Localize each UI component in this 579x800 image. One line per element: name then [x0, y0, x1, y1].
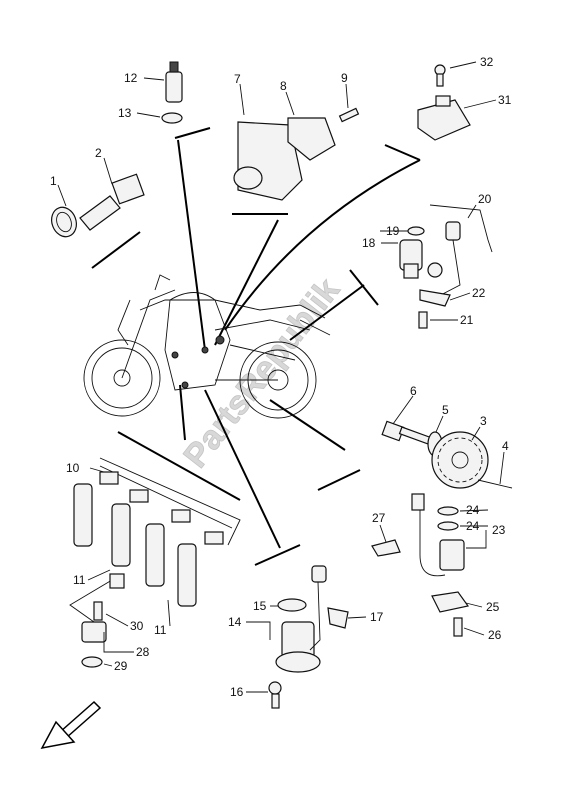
- callout-16: 16: [230, 685, 244, 699]
- part-23-sensor-assembly: [411, 493, 465, 577]
- part-4-pin: [477, 479, 513, 489]
- part-2-temperature-sensor: [79, 173, 145, 231]
- front-direction-arrow-icon: [40, 700, 102, 750]
- callout-22: 22: [472, 286, 486, 300]
- part-32-screw: [434, 64, 446, 87]
- callout-15: 15: [253, 599, 267, 613]
- callout-11b: 11: [154, 623, 167, 637]
- part-25-plate: [431, 591, 470, 613]
- part-9-screw: [338, 107, 360, 123]
- part-3-gear: [431, 431, 489, 489]
- callout-6: 6: [410, 384, 417, 398]
- part-15-o-ring: [277, 598, 307, 612]
- part-29-o-ring: [81, 656, 103, 668]
- callout-3: 3: [480, 414, 487, 428]
- callout-27: 27: [372, 511, 386, 525]
- callout-32: 32: [480, 55, 494, 69]
- part-10-wire-harness: [99, 457, 241, 546]
- callout-8: 8: [280, 79, 287, 93]
- callout-21: 21: [460, 313, 474, 327]
- callout-11a: 11: [73, 573, 86, 587]
- part-14-sensor-assembly: [275, 565, 327, 673]
- callout-5: 5: [442, 403, 449, 417]
- part-24-o-ring: [437, 506, 459, 531]
- callout-numbers: 1 2 3 4 5 6 7 8 9 10 11 11 12 13 14 15 1…: [50, 55, 512, 699]
- callout-2: 2: [95, 146, 102, 160]
- part-30-bolt: [93, 601, 103, 621]
- callout-20: 20: [478, 192, 492, 206]
- group-leader-lines: [91, 127, 421, 566]
- callout-1: 1: [50, 174, 57, 188]
- part-1-gasket: [51, 206, 77, 238]
- part-7-bracket: [233, 121, 303, 201]
- part-12-sensor: [165, 61, 183, 103]
- callout-31: 31: [498, 93, 512, 107]
- callout-13: 13: [118, 106, 132, 120]
- part-13-washer: [161, 112, 183, 124]
- part-28-sensor-assembly: [69, 573, 125, 643]
- callout-leaders: [57, 61, 505, 693]
- part-20-rod: [429, 204, 493, 299]
- part-22-bracket: [419, 289, 451, 307]
- part-16-bolt: [268, 681, 282, 709]
- part-21-bolt: [418, 311, 428, 329]
- part-31-sensor: [417, 95, 471, 141]
- callout-9: 9: [341, 71, 348, 85]
- callout-28: 28: [136, 645, 150, 659]
- part-19-o-ring: [407, 226, 425, 236]
- callout-17: 17: [370, 610, 384, 624]
- callout-24b: 24: [466, 519, 480, 533]
- callout-10: 10: [66, 461, 80, 475]
- callout-12: 12: [124, 71, 138, 85]
- part-18-sensor-assembly: [399, 239, 443, 279]
- part-8-sensor: [287, 117, 336, 161]
- callout-14: 14: [228, 615, 242, 629]
- part-27-clamp: [371, 539, 401, 557]
- callout-29: 29: [114, 659, 128, 673]
- callout-4: 4: [502, 439, 509, 453]
- part-26-bolt: [453, 617, 463, 637]
- motorcycle-illustration: [83, 274, 331, 419]
- part-17-clamp: [327, 607, 349, 629]
- part-11-ignition-coil: [73, 483, 197, 607]
- part-6-bolt: [381, 420, 431, 445]
- callout-18: 18: [362, 236, 376, 250]
- callout-7: 7: [234, 72, 241, 86]
- callout-30: 30: [130, 619, 144, 633]
- watermark: PartsRepublik: [176, 271, 347, 475]
- callout-24a: 24: [466, 503, 480, 517]
- callout-26: 26: [488, 628, 502, 642]
- callout-23: 23: [492, 523, 506, 537]
- callout-25: 25: [486, 600, 500, 614]
- callout-19: 19: [386, 224, 400, 238]
